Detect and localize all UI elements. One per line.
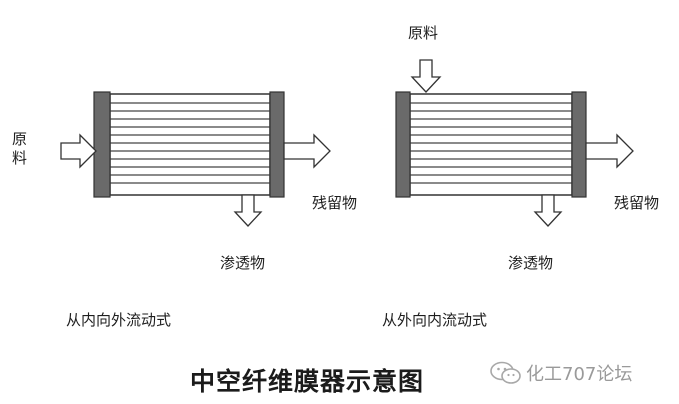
left-fiber-bundle [110,102,270,184]
right-retentate-label: 残留物 [614,194,660,212]
left-caption: 从内向外流动式 [66,311,172,329]
watermark: 化工707论坛 [488,360,632,386]
left-permeate-arrow [233,194,263,227]
right-feed-label: 原料 [408,24,439,42]
wechat-icon [490,361,521,384]
right-feed-arrow [410,59,442,93]
right-permeate-arrow [533,194,563,227]
left-feed-arrow [60,133,97,169]
watermark-text: 化工707论坛 [526,364,633,385]
left-retentate-arrow [283,133,331,169]
right-module-body [409,93,573,196]
left-module-body [109,93,271,196]
left-feed-label: 原料 [12,130,28,167]
right-caption: 从外向内流动式 [382,311,488,329]
left-membrane-module [93,91,285,198]
right-permeate-label: 渗透物 [508,254,554,272]
left-permeate-label: 渗透物 [220,254,266,272]
right-retentate-arrow [585,133,634,169]
left-end-cap-left [93,91,111,198]
right-fiber-bundle [410,102,572,184]
diagram-title: 中空纤维膜器示意图 [190,367,425,396]
right-end-cap-right [571,91,587,198]
right-end-cap-left [395,91,411,198]
left-retentate-label: 残留物 [312,194,358,212]
left-end-cap-right [269,91,285,198]
right-membrane-module [395,91,587,198]
